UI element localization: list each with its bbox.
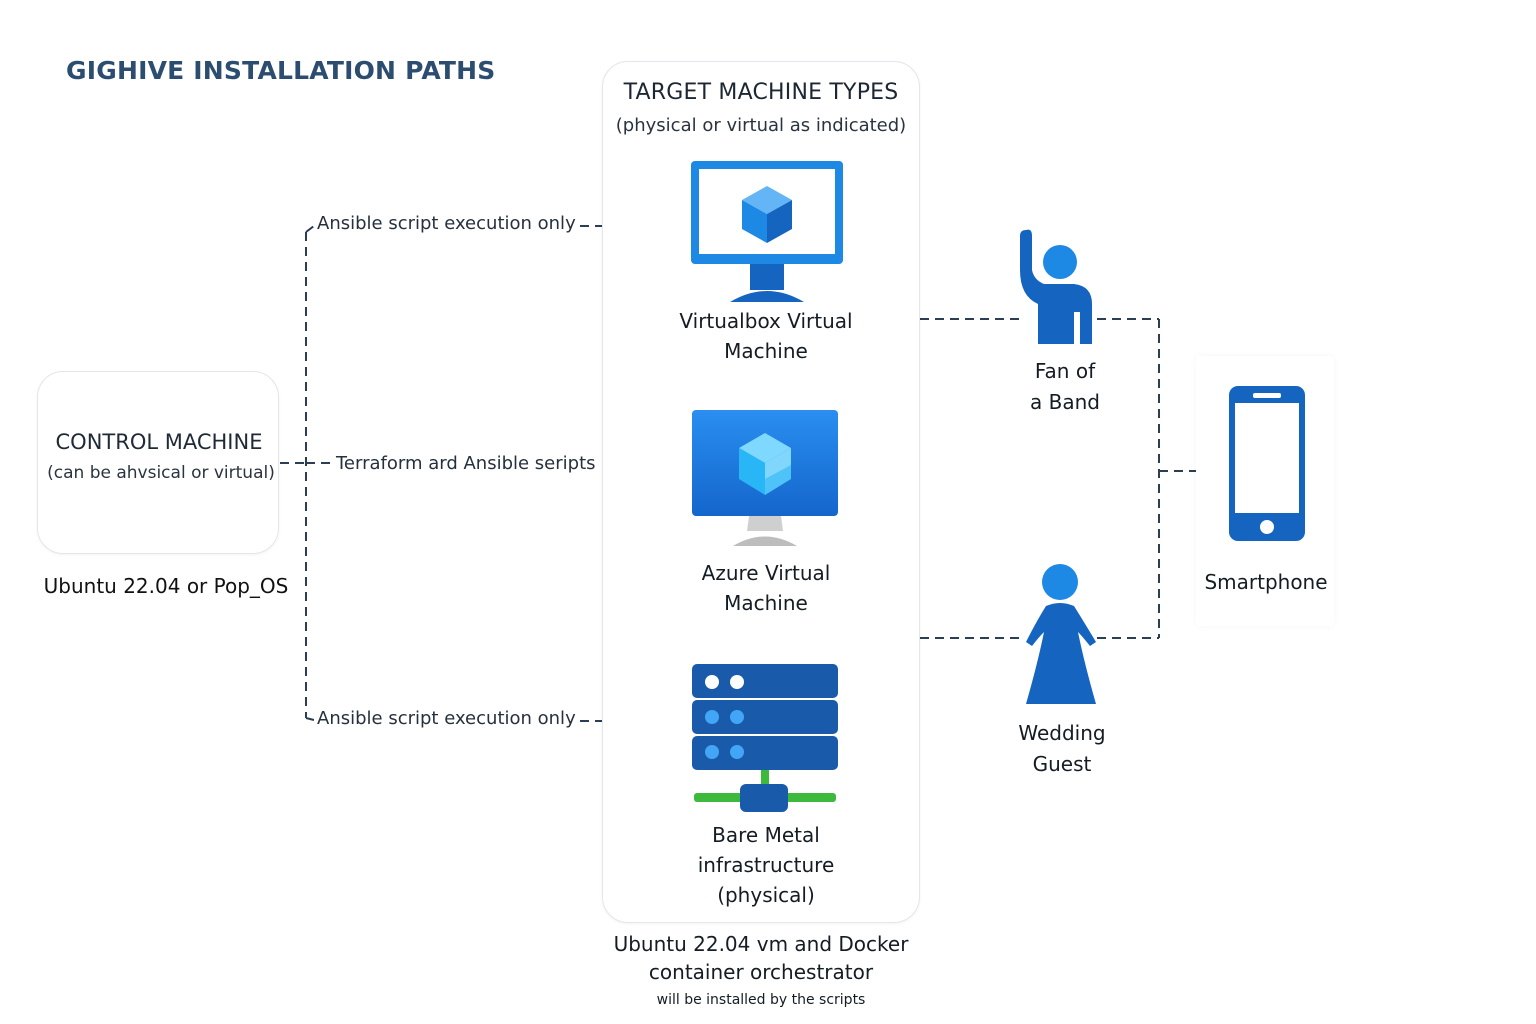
bare-metal-label-line2: infrastructure xyxy=(697,853,835,877)
server-rack-icon xyxy=(692,664,838,812)
edge-label-middle: Terraform ard Ansible seripts execute xyxy=(333,453,676,474)
control-machine-subtitle: (can be ahvsical or virtual) xyxy=(47,463,275,483)
top-branch-line xyxy=(305,225,315,233)
fan-label-line2: a Band xyxy=(1030,390,1100,414)
control-machine-title: CONTROL MACHINE xyxy=(55,430,263,454)
guest-label-line1: Wedding xyxy=(1018,721,1106,745)
smartphone-icon xyxy=(1229,386,1305,541)
azure-label: Azure Virtual Machine xyxy=(640,558,892,618)
guest-label: Wedding Guest xyxy=(1000,718,1124,780)
monitor-cube-icon xyxy=(691,161,843,302)
edge-label-top: Ansible script execution only xyxy=(314,213,579,234)
azure-label-line1: Azure Virtual xyxy=(701,561,831,585)
person-dress-icon xyxy=(1026,564,1096,704)
bare-metal-label-line1: Bare Metal xyxy=(712,823,820,847)
smartphone-label: Smartphone xyxy=(1204,570,1328,594)
bare-metal-label: Bare Metal infrastructure (physical) xyxy=(640,820,892,910)
virtualbox-label-line1: Virtualbox Virtual xyxy=(679,309,853,333)
guest-label-line2: Guest xyxy=(1032,752,1092,776)
azure-label-line2: Machine xyxy=(724,591,808,615)
control-machine-box xyxy=(37,371,279,554)
footer-line1: Ubuntu 22.04 vm and Docker xyxy=(613,932,909,956)
footer-note: Ubuntu 22.04 vm and Docker container orc… xyxy=(580,930,942,986)
bottom-branch-line xyxy=(305,717,315,721)
bare-metal-label-line3: (physical) xyxy=(717,883,815,907)
fan-label: Fan of a Band xyxy=(1010,356,1120,418)
person-raising-hand-icon xyxy=(1020,229,1092,344)
control-machine-os: Ubuntu 22.04 or Pop_OS xyxy=(43,574,289,598)
virtualbox-label-line2: Machine xyxy=(724,339,808,363)
footer-line2: container orchestrator xyxy=(648,960,874,984)
fan-label-line1: Fan of xyxy=(1034,359,1096,383)
virtualbox-label: Virtualbox Virtual Machine xyxy=(640,306,892,366)
page-title: GIGHIVE INSTALLATION PATHS xyxy=(66,56,496,85)
azure-monitor-icon xyxy=(692,410,838,546)
footer-line3: will be installed by the scripts xyxy=(656,992,866,1008)
target-machines-title: TARGET MACHINE TYPES xyxy=(623,80,899,105)
edge-label-bottom: Ansible script execution only xyxy=(314,708,579,729)
target-machines-subtitle: (physical or virtual as indicated) xyxy=(615,115,907,136)
